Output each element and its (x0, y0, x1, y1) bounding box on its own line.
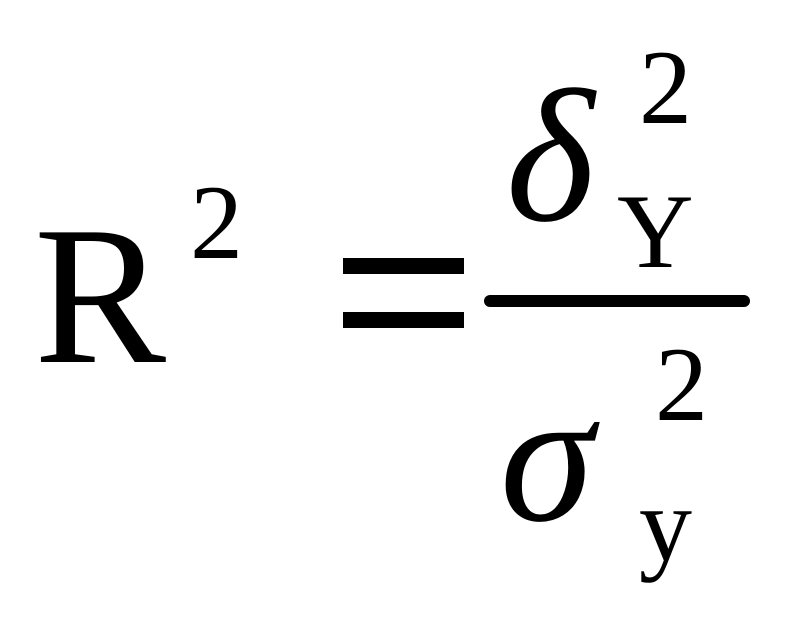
equals-bar-bottom (343, 312, 464, 328)
lhs-symbol: R (34, 186, 167, 405)
numerator-subscript: Y (617, 173, 694, 290)
fraction-bar (484, 295, 750, 307)
equals-bar-top (343, 258, 464, 274)
denominator-symbol: σ (500, 352, 594, 562)
lhs-exponent: 2 (190, 164, 243, 281)
numerator-exponent: 2 (639, 29, 692, 146)
denominator-subscript: y (639, 466, 692, 583)
denominator-exponent: 2 (655, 326, 708, 443)
numerator-symbol: δ (506, 52, 595, 262)
